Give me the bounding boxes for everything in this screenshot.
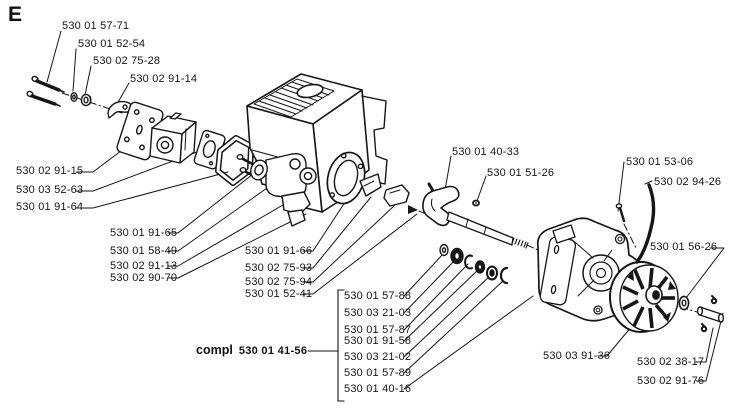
spacer-ring: [215, 135, 254, 186]
part-number-label: 530 01 51-26: [487, 167, 555, 179]
part-number-label: 530 03 21-02: [344, 351, 412, 363]
part-number-label: 530 02 38-17: [637, 356, 705, 368]
complete-assembly-number: 530 01 41-56: [238, 345, 308, 357]
part-number-label: 530 01 91-58: [344, 335, 412, 347]
retaining-clips: [700, 295, 718, 333]
section-label: E: [8, 3, 23, 26]
part-number-label: 530 02 75-28: [93, 55, 161, 67]
part-number-label: 530 01 56-26: [650, 241, 718, 253]
leader-lines: [46, 30, 725, 390]
part-number-label: 530 03 21-03: [344, 307, 412, 319]
part-number-label: 530 01 57-87: [344, 324, 412, 336]
part-number-label: 530 01 52-41: [245, 288, 313, 300]
crankcase-screw: [615, 203, 626, 223]
part-number-label: 530 03 52-63: [16, 184, 84, 196]
carburetor: [149, 112, 197, 164]
parts-list-bracket: [307, 289, 345, 402]
part-number-label: 530 02 90-70: [110, 272, 178, 284]
flywheel: [609, 261, 679, 333]
lock-washer: [70, 92, 78, 102]
wedge-gasket: [359, 173, 382, 197]
flat-washer: [80, 93, 92, 107]
crankshaft: [422, 182, 529, 249]
part-number-label: 530 02 94-26: [654, 176, 722, 188]
part-number-label: 530 02 91-76: [637, 375, 705, 387]
part-number-label: 530 02 75-94: [245, 276, 313, 288]
part-number-label: 530 01 58-49: [110, 245, 178, 257]
flywheel-washer: [678, 295, 690, 311]
adjuster-nut: [472, 199, 480, 207]
intake-manifold: [250, 153, 317, 227]
part-number-label: 530 01 53-06: [626, 156, 694, 168]
part-number-label: 530 01 40-33: [452, 146, 520, 158]
throttle-bracket: [383, 184, 410, 207]
part-number-label: 530 02 91-13: [110, 260, 178, 272]
part-number-label: 530 01 40-16: [344, 383, 412, 395]
part-number-label: 530 02 75-93: [245, 262, 313, 274]
part-number-label: 530 01 91-66: [245, 245, 313, 257]
choke-spring: [635, 183, 656, 264]
dowel-pin: [696, 306, 725, 323]
complete-assembly-prefix: compl: [196, 343, 233, 357]
part-number-label: 530 01 91-65: [110, 227, 178, 239]
part-number-label: 530 01 57-88: [344, 290, 412, 302]
part-number-label: 530 01 57-71: [62, 20, 130, 32]
part-number-label: 530 01 52-54: [78, 38, 146, 50]
part-number-label: 530 01 91-64: [16, 201, 84, 213]
mounting-screws: [26, 75, 65, 107]
part-number-label: 530 01 57-89: [344, 367, 412, 379]
part-number-label: 530 02 91-14: [130, 73, 198, 85]
direction-arrow: [408, 205, 418, 214]
part-number-label: 530 03 91-36: [543, 350, 611, 362]
flange-ring: [326, 151, 366, 205]
complete-assembly-label: compl 530 01 41-56: [196, 344, 307, 358]
bearing-washer-set: [439, 243, 509, 285]
part-number-label: 530 02 91-15: [16, 165, 84, 177]
